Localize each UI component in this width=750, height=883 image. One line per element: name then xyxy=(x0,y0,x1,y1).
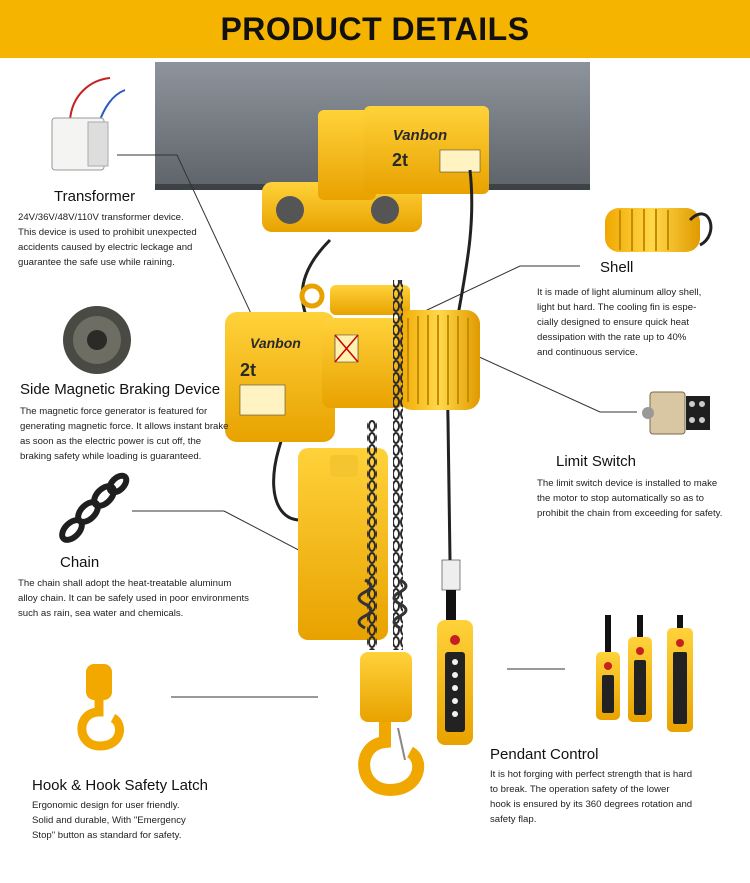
hoist-chain xyxy=(367,420,377,650)
pointer-line-transformer xyxy=(117,154,256,323)
transformer-description-line: 24V/36V/48V/110V transformer device. xyxy=(18,212,184,223)
hook-description-line: Stop" button as standard for safety. xyxy=(32,830,182,841)
limit-switch-description: The limit switch device is installed to … xyxy=(537,476,722,521)
chain-description-line: alloy chain. It can be safely used in po… xyxy=(18,593,249,604)
pendant-title: Pendant Control xyxy=(490,746,599,763)
page-title: PRODUCT DETAILS xyxy=(220,11,530,47)
braking-description-line: braking safety while loading is guarante… xyxy=(20,451,202,462)
shell-description-line: dessipation with the rate up to 40% xyxy=(537,332,687,343)
shell-description-line: cially designed to ensure quick heat xyxy=(537,317,689,328)
pointer-line-shell xyxy=(384,265,580,331)
chain-description: The chain shall adopt the heat-treatable… xyxy=(18,576,249,621)
trolley-capacity-label: 2t xyxy=(392,150,408,170)
chain-description-line: such as rain, sea water and chemicals. xyxy=(18,608,184,619)
transformer-title: Transformer xyxy=(54,188,136,205)
hook-icon xyxy=(77,664,124,751)
pendant-description-line: safety flap. xyxy=(490,814,537,825)
hook-description: Ergonomic design for user friendly. Soli… xyxy=(32,798,186,843)
pendant-description-line: It is hot forging with perfect strength … xyxy=(490,769,693,780)
limit-switch-description-line: The limit switch device is installed to … xyxy=(537,478,718,489)
hook-title: Hook & Hook Safety Latch xyxy=(32,777,208,794)
transformer-description-line: This device is used to prohibit unexpect… xyxy=(18,227,197,238)
transformer-description-line: accidents caused by electric leckage and xyxy=(18,242,193,253)
pointer-lines xyxy=(117,154,637,698)
braking-description-line: The magnetic force generator is featured… xyxy=(20,406,208,417)
limit-switch-description-line: prohibit the chain from exceeding for sa… xyxy=(537,508,723,519)
limit-switch-description-line: the motor to stop automatically so as to xyxy=(537,493,704,504)
trolley-brand-label: Vanbon xyxy=(393,127,447,144)
hoist-brand-label: Vanbon xyxy=(250,335,301,351)
hoist-capacity-label: 2t xyxy=(240,360,256,380)
pendant-description-line: hook is ensured by its 360 degrees rotat… xyxy=(490,799,693,810)
shell-description-line: It is made of light aluminum alloy shell… xyxy=(537,287,702,298)
braking-description-line: as soon as the electric power is cut off… xyxy=(20,436,202,447)
hook-block xyxy=(358,652,425,797)
chain-description-line: The chain shall adopt the heat-treatable… xyxy=(18,578,232,589)
main-pendant xyxy=(437,559,473,745)
pendant-description-line: to break. The operation safety of the lo… xyxy=(490,784,670,795)
braking-title: Side Magnetic Braking Device xyxy=(20,381,221,398)
trolley: Vanbon 2t xyxy=(262,106,489,232)
pendant-control-icon xyxy=(596,615,693,732)
shell-description-line: and continuous service. xyxy=(537,347,638,358)
shell-title: Shell xyxy=(600,259,634,276)
transformer-icon xyxy=(51,77,126,171)
hoist-body: Vanbon 2t xyxy=(225,283,480,640)
limit-switch-title: Limit Switch xyxy=(556,453,637,470)
limit-switch-icon xyxy=(642,391,710,435)
shell-icon xyxy=(605,208,713,252)
pendant-description: It is hot forging with perfect strength … xyxy=(490,767,692,827)
hook-description-line: Solid and durable, With "Emergency xyxy=(32,815,186,826)
brake-icon xyxy=(63,306,131,374)
chain-title: Chain xyxy=(60,554,100,571)
shell-description-line: light but hard. The cooling fin is espe- xyxy=(537,302,697,313)
transformer-description-line: guarantee the safe use while raining. xyxy=(18,257,175,268)
shell-description: It is made of light aluminum alloy shell… xyxy=(537,285,701,360)
hook-description-line: Ergonomic design for user friendly. xyxy=(32,800,180,811)
transformer-description: 24V/36V/48V/110V transformer device. Thi… xyxy=(18,210,197,270)
chain-icon xyxy=(59,472,130,543)
header-banner: PRODUCT DETAILS xyxy=(0,0,750,58)
braking-description-line: generating magnetic force. It allows ins… xyxy=(20,421,229,432)
braking-description: The magnetic force generator is featured… xyxy=(20,404,229,464)
